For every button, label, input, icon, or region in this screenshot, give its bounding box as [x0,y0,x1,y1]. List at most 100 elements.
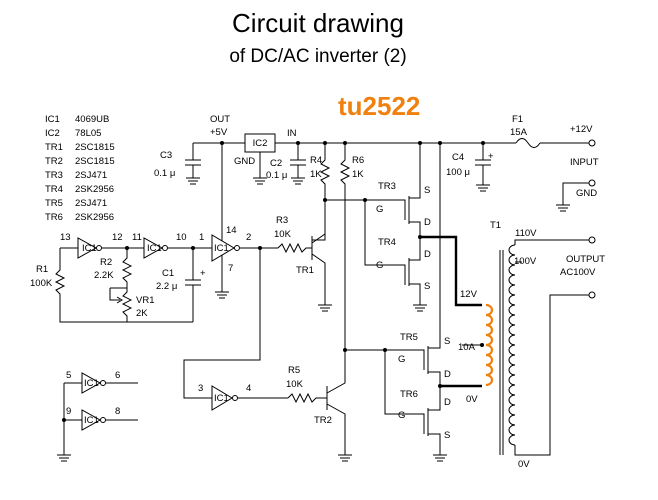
vr1-value: 2K [136,308,148,319]
c2-label: C2 [270,158,282,169]
c3-capacitor [185,143,201,178]
a10-label: 10A [458,342,476,353]
r1-value: 100K [30,278,53,289]
v12-label: 12V [460,289,478,300]
junction [323,198,327,202]
r6-label: R6 [352,155,364,166]
wire [326,403,346,455]
inverter-ic1b [143,237,164,259]
wire [409,143,421,237]
ground-symbol [186,177,200,185]
junction [363,198,367,202]
c3-value: 0.1 μ [154,168,175,179]
tr5-label: TR5 [400,332,418,343]
tr5-mosfet [412,346,429,374]
tr3-mosfet [395,196,410,224]
pin-label: 12 [112,232,123,243]
pin-label: 10 [176,232,187,243]
tr4-source-label: S [424,281,430,292]
wire [311,199,345,244]
r2-value: 2.2K [94,270,114,281]
tr6-label: TR6 [400,389,418,400]
part-ref: TR3 [45,170,63,181]
inverter-bubble [100,380,106,386]
primary-wire-top [420,235,482,307]
part-ref: TR1 [45,142,63,153]
c1-value: 2.2 μ [156,281,177,292]
f1-value: 15A [510,127,528,138]
output-voltage-label: AC100V [560,267,596,278]
c2-capacitor [290,143,306,178]
r4-label: R4 [310,155,322,166]
wire [311,253,326,305]
ground-symbol [253,172,267,185]
wire [428,386,441,455]
pin-label: 2 [246,232,251,243]
transformer-core [499,250,504,455]
ic2-label: IC2 [253,138,268,149]
tr4-gate-label: G [376,260,383,271]
part-ref: IC2 [45,128,60,139]
part-ref: IC1 [45,114,60,125]
out-label: OUT [210,114,230,125]
junction [480,343,484,347]
junction [323,141,327,145]
junction [62,418,66,422]
wire [183,248,261,399]
c4-label: C4 [452,152,464,163]
pin-label: 5 [66,370,71,381]
tr1-label: TR1 [296,265,314,276]
v110-label: 110V [515,228,537,239]
tr4-mosfet [395,258,410,286]
part-value: 4069UB [75,114,109,125]
wire [514,239,590,245]
pin-label: 13 [60,232,71,243]
junction [418,141,422,145]
tr3-label: TR3 [378,181,396,192]
watermark-logo: tu2522 [338,91,420,121]
ground-symbol [556,204,570,212]
pin-label: 6 [115,370,120,381]
pin-label: 7 [228,263,233,274]
tr3-gate-label: G [376,204,383,215]
ground-symbol [476,184,490,192]
ground-symbol [433,454,447,462]
inverter-ic1d [211,385,233,411]
r2-resistor [121,248,133,288]
tr6-mosfet [412,408,429,436]
r6-value: 1K [352,169,364,180]
wire [109,288,120,301]
v100-label: 100V [514,256,537,267]
wire [345,199,395,266]
v0a-label: 0V [466,394,478,405]
tr4-drain-label: D [424,249,431,260]
tr5-gate-label: G [398,354,405,365]
power-supply-section: IC2 GND IN OUT +5V C3 0.1 μ C2 0.1 μ R4 … [154,114,599,350]
wiper-arrow [116,296,123,304]
diagram-subtitle: of DC/AC inverter (2) [229,46,406,67]
ground-symbol [57,454,71,462]
part-value: 2SJ471 [75,198,107,209]
ic1-label: IC1 [214,243,229,254]
inverter-bubble [100,417,106,423]
r3-resistor [277,242,312,254]
inverter-bubble [234,245,240,251]
part-value: 78L05 [75,128,101,139]
output-label: OUTPUT [566,254,605,265]
r3-label: R3 [276,215,288,226]
fuse-f1 [515,138,541,148]
part-ref: TR5 [45,198,63,209]
part-ref: TR4 [45,184,63,195]
ic2-in-label: IN [287,128,297,139]
pin-label: 8 [115,406,120,417]
tr3-drain-label: D [424,217,431,228]
r1-label: R1 [36,264,48,275]
part-value: 2SC1815 [75,142,115,153]
junction [220,141,224,145]
pin-label: 9 [66,406,71,417]
junction [343,141,347,145]
ic1-label: IC1 [84,378,99,389]
wire [345,349,412,415]
mosfet-section: G G TR3 TR4 S D D S G G TR5 TR6 S D [345,141,451,462]
